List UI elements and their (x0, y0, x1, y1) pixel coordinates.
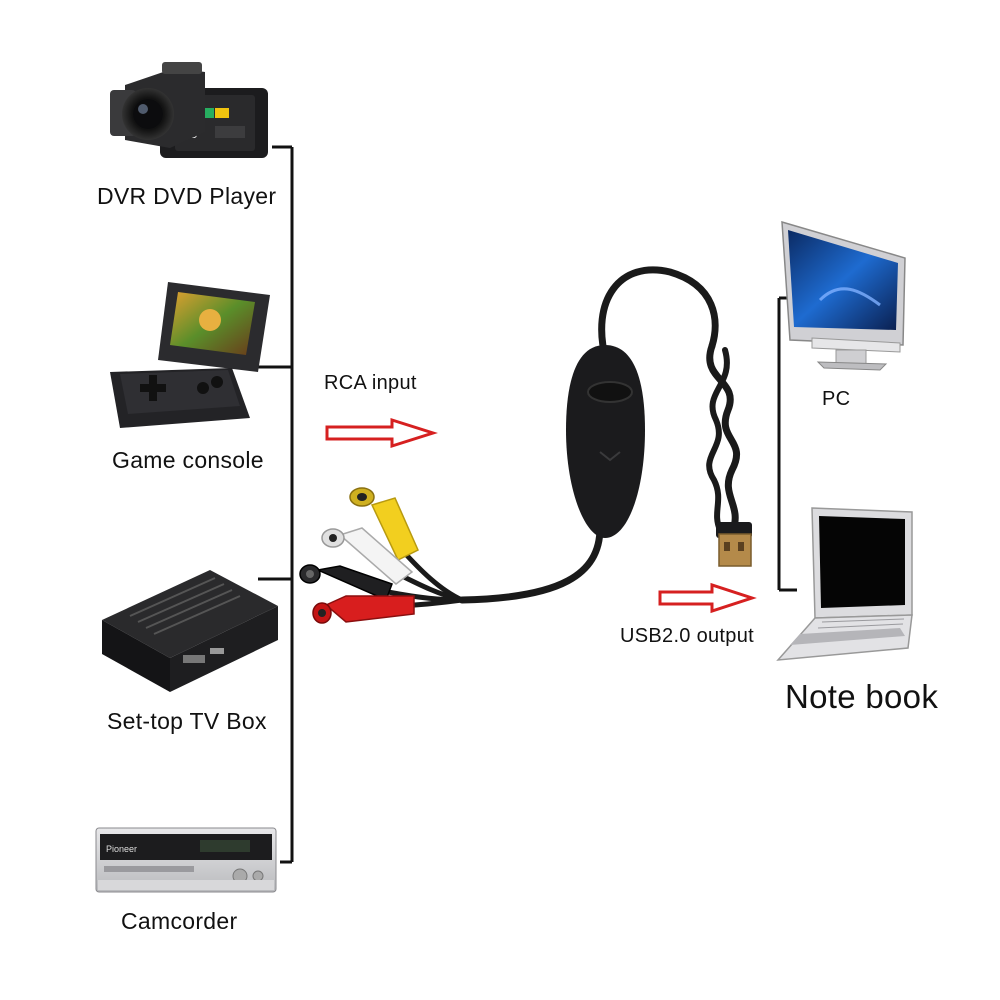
handheld-game-console-icon (110, 282, 270, 428)
source-label-camera: DVR DVD Player (97, 183, 277, 209)
input-arrow (325, 417, 438, 449)
capture-dongle (566, 345, 645, 538)
set-top-box-icon (102, 570, 278, 692)
output-label: USB2.0 output (620, 625, 754, 647)
output-arrow (658, 582, 757, 614)
input-label: RCA input (324, 372, 417, 394)
desktop-monitor-icon (781, 220, 906, 371)
target-label-pc: PC (822, 388, 851, 410)
target-bracket (777, 296, 797, 592)
rca-red-plug (312, 595, 415, 624)
rca-yellow-plug (349, 487, 419, 562)
svg-text:Pioneer: Pioneer (106, 844, 137, 854)
usb-plug (716, 522, 752, 567)
rca-connectors (299, 487, 464, 624)
target-label-notebook: Note book (785, 678, 939, 715)
usb-capture-cable (458, 266, 741, 604)
source-label-handheld: Game console (112, 447, 264, 473)
laptop-icon (776, 507, 913, 661)
rca-white-plug (321, 527, 414, 585)
dvd-player-icon: Pioneer (95, 827, 277, 893)
source-label-dvd: Camcorder (121, 908, 238, 934)
video-camera-icon: HD (110, 62, 268, 158)
source-label-settop: Set-top TV Box (107, 708, 267, 734)
source-bracket (254, 145, 294, 864)
rca-black-plug (299, 564, 393, 602)
